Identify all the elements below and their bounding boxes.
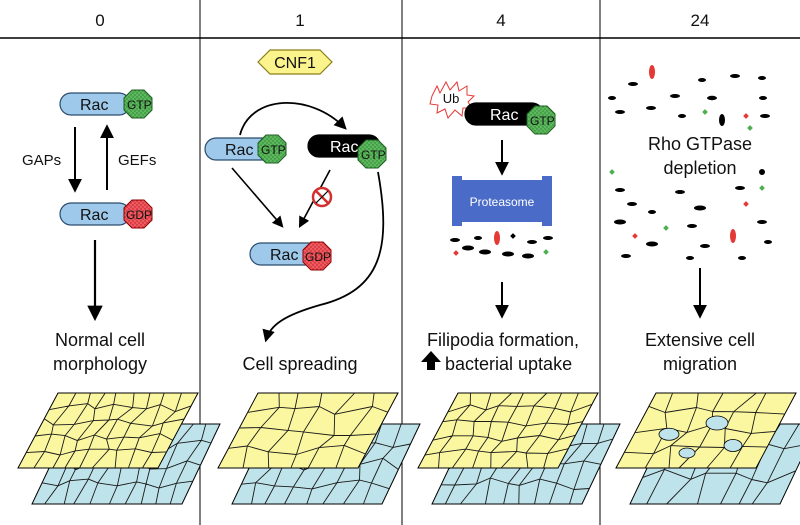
ub-label: Ub (443, 91, 460, 106)
spreading-arrow (262, 171, 385, 343)
caption-line-2: morphology (53, 354, 147, 374)
hydrolysis-arrow (231, 167, 284, 228)
time-header-1: 1 (295, 11, 304, 30)
gtp-label: GTP (261, 143, 286, 157)
bold-up-arrow-icon (421, 351, 441, 370)
time-header-24: 24 (691, 11, 710, 30)
cell-sheets (17, 392, 800, 505)
deamidated-rac-gtp-complex: Rac GTP (307, 134, 387, 169)
caption-line-2: bacterial uptake (445, 354, 572, 374)
proteasome-label: Proteasome (470, 195, 535, 209)
rac-label: Rac (490, 107, 518, 124)
degradation-fragments (450, 231, 553, 259)
gtp-label: GTP (361, 148, 386, 162)
column-0: Rac GTP GAPs GEFs Rac GDP Normal cell mo… (22, 89, 156, 374)
depletion-line-1: Rho GTPase (648, 134, 752, 154)
time-header-4: 4 (496, 11, 505, 30)
rac-gtp-complex: Rac GTP (59, 89, 153, 119)
rac-label: Rac (80, 207, 108, 224)
gdp-label: GDP (305, 250, 331, 264)
cnf1-label: CNF1 (274, 55, 316, 72)
activation-arrow (239, 101, 347, 136)
caption-line-2: migration (663, 354, 737, 374)
ubiquitinated-rac-gtp-complex: Rac GTP (464, 102, 556, 135)
rac-gtp-complex: Rac GTP (204, 134, 287, 164)
time-header-0: 0 (95, 11, 104, 30)
scattered-fragments (608, 65, 772, 260)
caption-line-1: Normal cell (55, 330, 145, 350)
gtp-label: GTP (530, 114, 555, 128)
rac-label: Rac (330, 139, 358, 156)
rac-gdp-complex: Rac GDP (59, 199, 153, 229)
rac-gdp-complex: Rac GDP (249, 241, 332, 271)
depletion-line-2: depletion (663, 158, 736, 178)
caption-line-1: Extensive cell (645, 330, 755, 350)
column-24: Rho GTPase depletion Extensive cell migr… (608, 65, 772, 374)
column-4: Ub Rac GTP Proteasome (421, 80, 579, 374)
column-1: CNF1 Rac GTP Rac GTP Rac (204, 49, 387, 374)
caption-line-1: Filipodia formation, (427, 330, 579, 350)
rac-label: Rac (225, 142, 253, 159)
caption-line-1: Cell spreading (242, 354, 357, 374)
gdp-label: GDP (126, 208, 152, 222)
no-symbol-icon (311, 186, 333, 208)
ubiquitin-tag: Ub (429, 80, 476, 119)
gefs-label: GEFs (118, 152, 156, 169)
cnf1-toxin: CNF1 (257, 49, 333, 75)
rac-label: Rac (80, 97, 108, 114)
proteasome-icon: Proteasome (452, 176, 552, 226)
gtp-label: GTP (127, 98, 152, 112)
rac-label: Rac (270, 247, 298, 264)
gaps-label: GAPs (22, 152, 61, 169)
